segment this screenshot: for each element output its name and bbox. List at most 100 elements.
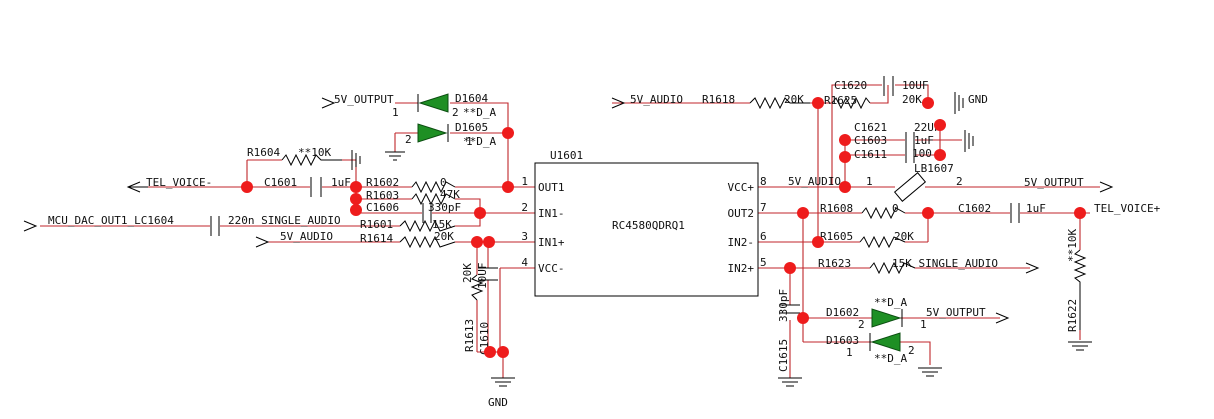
ref-label: R1608 (820, 202, 853, 215)
ref-label: R1605 (820, 230, 853, 243)
capacitors (210, 76, 1020, 314)
net-labels: 5V_OUTPUT TEL_VOICE- MCU_DAC_OUT1_LC1604… (23, 93, 1161, 409)
pin-number: 7 (760, 201, 767, 214)
resistor-icon (470, 274, 484, 301)
ref-label: D1604 (455, 92, 488, 105)
ref-label: R1623 (818, 257, 851, 270)
pin-name: IN2+ (728, 262, 755, 275)
junction-dot (797, 312, 809, 324)
net-label: 15K SINGLE_AUDIO (892, 257, 998, 270)
pin-name: IN2- (728, 236, 755, 249)
capacitor-icon (905, 132, 915, 148)
junction-dot (812, 97, 824, 109)
pin-label: 1 (920, 318, 927, 331)
junction-dot (350, 181, 362, 193)
resistor-icon (411, 180, 456, 194)
net-arrow-icon (321, 97, 336, 109)
ground-icon (491, 377, 515, 387)
resistor-icon (861, 206, 906, 220)
ref-label: R1603 (366, 189, 399, 202)
pin-name: VCC+ (728, 181, 755, 194)
ic-body (534, 162, 759, 297)
capacitor-icon (780, 304, 800, 314)
ref-label: C1621 (854, 121, 887, 134)
value-label: 1uF (1026, 202, 1046, 215)
pin-name: OUT2 (728, 207, 755, 220)
pin-number: 4 (521, 256, 528, 269)
resistor-icon (869, 261, 916, 275)
pin-name: VCC- (538, 262, 565, 275)
pin-label: 2 (956, 175, 963, 188)
diode-icon (417, 93, 449, 113)
junction-dot (502, 127, 514, 139)
net-label: 5V_OUTPUT (334, 93, 394, 106)
ref-label: D1602 (826, 306, 859, 319)
value-label: 20K (902, 93, 922, 106)
value-label: 330pF (777, 289, 790, 322)
junction-dot (784, 262, 796, 274)
value-label: **10K (1066, 229, 1079, 262)
pin-number: 8 (760, 175, 767, 188)
ground-icon (385, 151, 405, 161)
pin-name: IN1+ (538, 236, 565, 249)
junction-dot (839, 151, 851, 163)
junction-dot (474, 207, 486, 219)
capacitor-icon (422, 203, 432, 223)
component-labels: D1604 **D_A 1 2 D1605 **D_A 2 1 R1604 **… (247, 79, 1079, 372)
pin-label: 2 (908, 344, 915, 357)
pin-label: 1 (866, 175, 873, 188)
pin-number: 3 (521, 230, 528, 243)
capacitor-icon (905, 147, 915, 163)
ref-label: R1604 (247, 146, 280, 159)
value-label: 47K (440, 188, 460, 201)
net-arrow-icon (255, 236, 270, 248)
net-label: GND (488, 396, 508, 409)
net-label: 5V_AUDIO (280, 230, 333, 243)
ref-label: R1618 (702, 93, 735, 106)
junction-dot (241, 181, 253, 193)
wires (40, 84, 1100, 378)
value-label: 20K (784, 93, 804, 106)
value-label: 10UF (476, 263, 489, 290)
junction-dot (484, 346, 496, 358)
net-arrow-icon (1099, 181, 1114, 193)
ground-icon (918, 367, 942, 377)
diode-icon (871, 308, 903, 328)
value-label: 22UF (914, 121, 941, 134)
ground-icon (1068, 341, 1092, 351)
resistor-icon (749, 96, 810, 110)
pin-label: 1 (846, 346, 853, 359)
net-label: TEL_VOICE+ (1094, 202, 1161, 215)
ref-label: R1601 (360, 218, 393, 231)
pin-name: IN1- (538, 207, 565, 220)
resistor-icon (831, 96, 871, 110)
net-arrow-icon (995, 312, 1010, 324)
ref-label: C1611 (854, 148, 887, 161)
net-label: 220n SINGLE_AUDIO (228, 214, 341, 227)
junction-dot (497, 346, 509, 358)
ref-label: C1606 (366, 201, 399, 214)
capacitor-icon (478, 267, 498, 281)
value-label: 15K (432, 218, 452, 231)
ground-symbols (351, 92, 1092, 387)
value-label: 330pF (428, 201, 461, 214)
ic-designator: U1601 (550, 149, 583, 162)
net-arrow-icon (23, 220, 38, 232)
ref-label: C1603 (854, 134, 887, 147)
junction-dot (812, 236, 824, 248)
pin-label: 1 (466, 135, 473, 148)
value-label: **D_A (874, 296, 907, 309)
value-label: 20K (894, 230, 914, 243)
junction-dot (483, 236, 495, 248)
resistor-icon (399, 235, 456, 249)
ref-label: C1602 (958, 202, 991, 215)
value-label: **D_A (463, 135, 496, 148)
pin-label: 2 (405, 133, 412, 146)
resistor-icon (281, 153, 342, 167)
resistor-icon (859, 235, 906, 249)
ic-part-number: RC4580QDRQ1 (612, 219, 685, 232)
net-arrow-icon (1025, 262, 1040, 274)
ic-u1601: U1601 RC4580QDRQ1 1 OUT1 2 IN1- 3 IN1+ 4… (521, 149, 767, 297)
pin-label: 2 (452, 106, 459, 119)
net-label: MCU_DAC_OUT1_LC1604 (48, 214, 174, 227)
